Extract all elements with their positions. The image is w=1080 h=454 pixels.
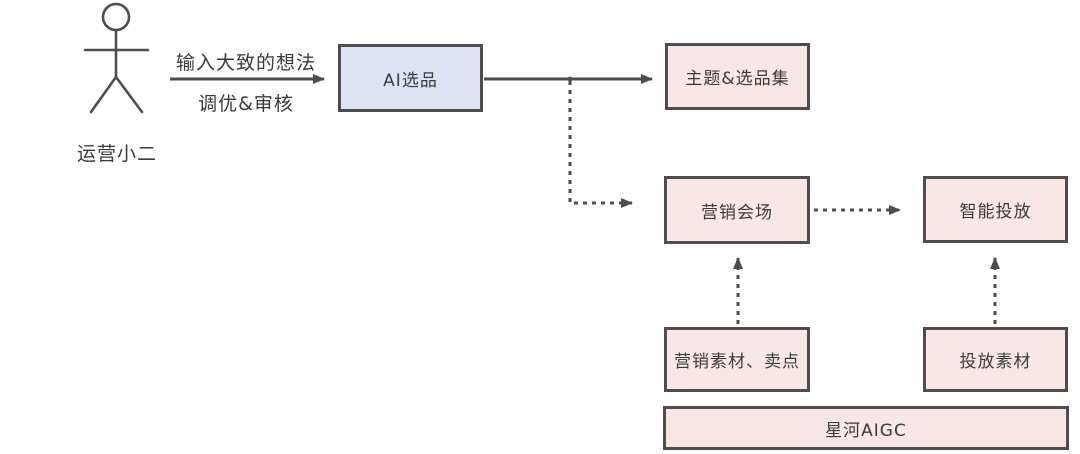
actor-label: 运营小二 (76, 143, 157, 165)
node-galaxy-aigc-label: 星河AIGC (825, 420, 907, 441)
node-delivery-materials-label: 投放素材 (959, 352, 1032, 372)
node-theme-collection-label: 主题&选品集 (685, 69, 790, 89)
person-right-leg (114, 75, 144, 114)
node-galaxy-aigc: 星河AIGC (663, 406, 1069, 450)
node-marketing-venue: 营销会场 (664, 176, 810, 244)
node-ai-selection: AI选品 (338, 44, 483, 112)
person-icon (83, 2, 150, 114)
input-edge-label-top: 输入大致的想法 (175, 52, 316, 74)
edge-branch-junction (567, 76, 573, 82)
person-head (101, 2, 131, 32)
person-left-leg (89, 75, 118, 114)
edge-branch-to-marketing-venue (568, 81, 633, 208)
input-edge-label-bottom: 调优&审核 (198, 93, 294, 115)
node-delivery-materials: 投放素材 (923, 327, 1068, 392)
node-smart-delivery-label: 智能投放 (959, 202, 1032, 222)
node-marketing-venue-label: 营销会场 (701, 202, 773, 223)
node-smart-delivery: 智能投放 (923, 176, 1068, 243)
node-theme-collection: 主题&选品集 (665, 43, 810, 110)
node-ai-selection-label: AI选品 (383, 70, 438, 91)
node-marketing-materials-label: 营销素材、卖点 (674, 352, 800, 372)
node-marketing-materials: 营销素材、卖点 (664, 327, 810, 392)
